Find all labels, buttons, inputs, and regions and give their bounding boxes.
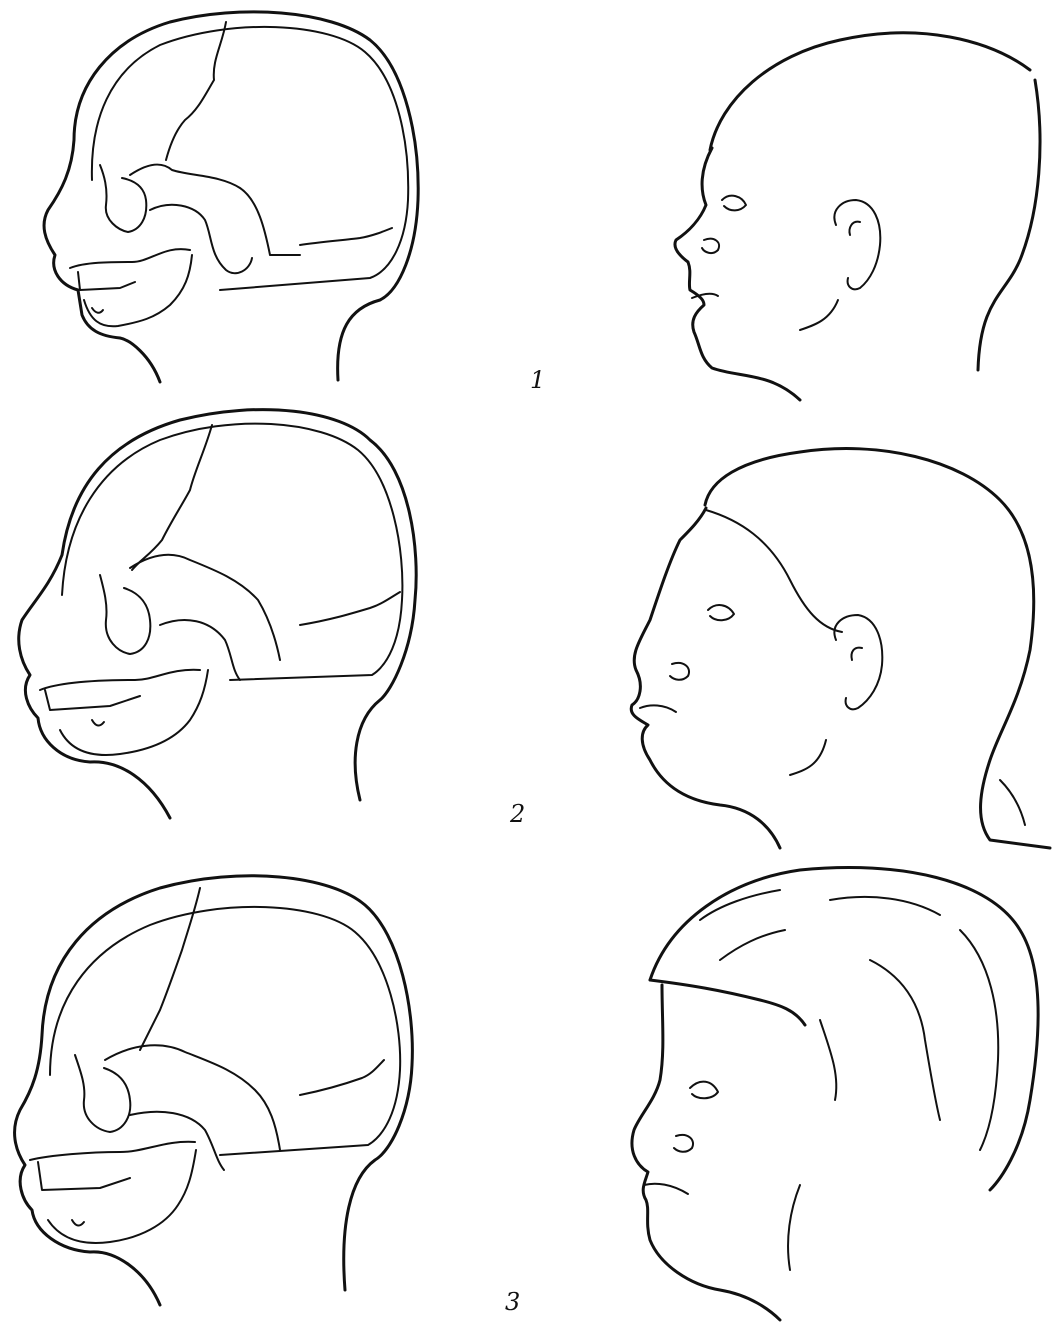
skull-drawing-1 (44, 12, 418, 382)
figure-label-1: 1 (530, 366, 545, 394)
figure-label-3: 3 (505, 1288, 520, 1316)
skull-drawing-3 (15, 876, 413, 1305)
face-profile-1 (675, 33, 1040, 400)
face-profile-3 (632, 868, 1038, 1321)
figure-label-2: 2 (509, 800, 525, 828)
skull-drawing-2 (19, 410, 416, 818)
face-profile-2 (631, 449, 1050, 848)
